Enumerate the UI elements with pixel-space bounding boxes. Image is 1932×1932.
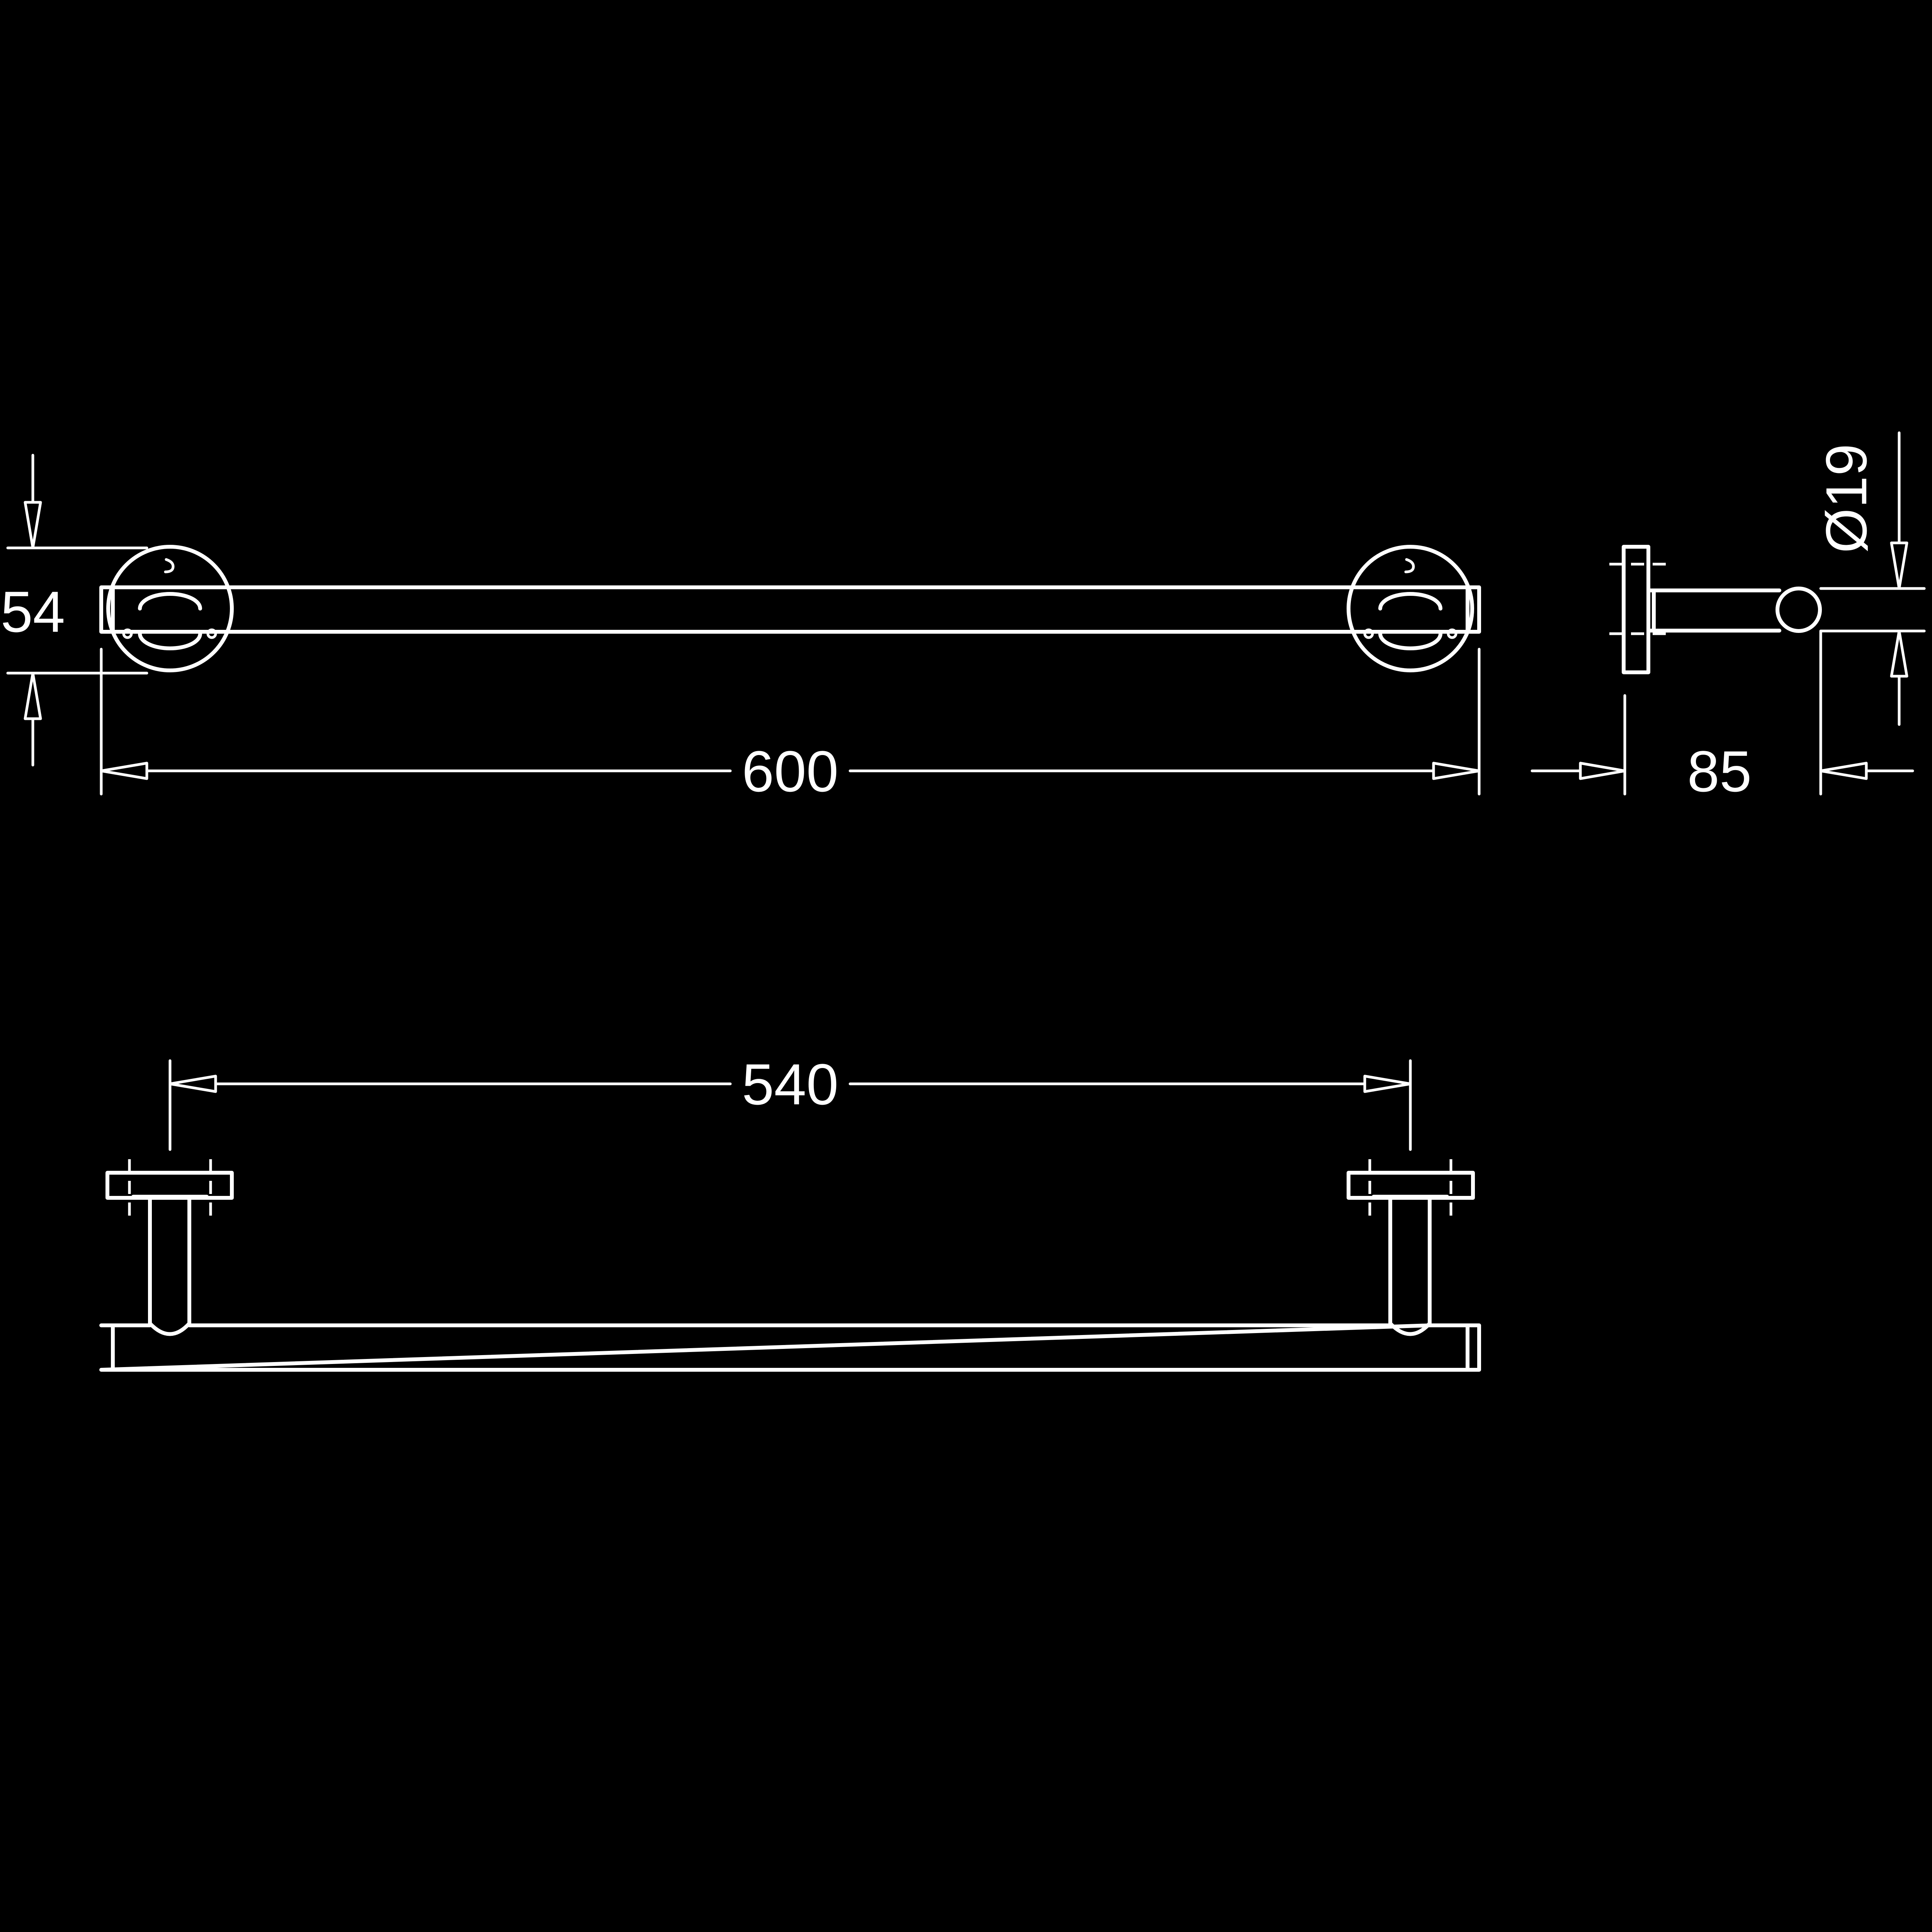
front-view — [99, 545, 1481, 672]
dimension-center-distance-label: 540 — [742, 1052, 838, 1117]
top-right-bracket — [1347, 1159, 1475, 1336]
dimension-overall-length-label: 600 — [742, 739, 838, 804]
dimension-projection: 85 — [1531, 629, 1914, 804]
top-view — [99, 1159, 1481, 1372]
right-rosette — [1347, 545, 1474, 672]
dimension-diameter-label: Ø19 — [1814, 444, 1879, 553]
top-left-bracket — [105, 1159, 234, 1336]
dimension-height: 54 — [1, 454, 148, 767]
side-support-arm — [1646, 588, 1781, 633]
dimension-height-label: 54 — [1, 579, 65, 644]
dimension-center-distance: 540 — [168, 1052, 1412, 1151]
side-view — [1609, 545, 1822, 674]
towel-bar-front — [99, 585, 1481, 634]
dimension-projection-label: 85 — [1687, 739, 1752, 804]
dimension-diameter: Ø19 — [1814, 431, 1926, 726]
towel-bar-top — [99, 1323, 1481, 1372]
dimension-overall-length: 600 — [100, 648, 1481, 804]
left-rosette — [106, 545, 234, 672]
side-wall-plate — [1609, 545, 1669, 674]
side-tube-section — [1776, 587, 1822, 633]
